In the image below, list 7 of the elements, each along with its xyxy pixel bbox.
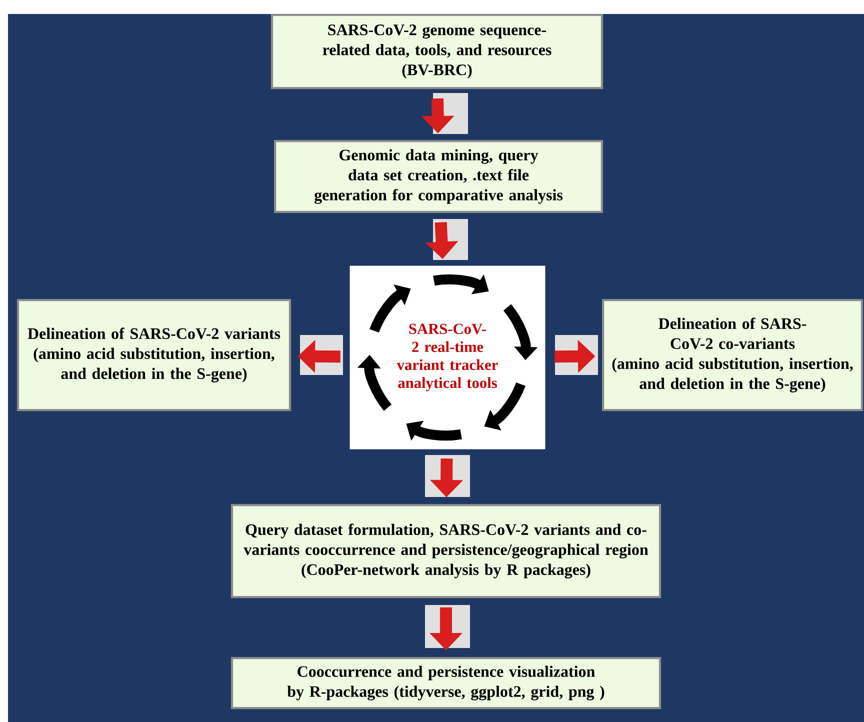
process-box: Delineation of SARS-CoV-2 variants (amino acid substitution, insertion, and deletion in the S-gene) xyxy=(16,298,292,412)
process-box: Cooccurrence and persistence visualization by R-packages (tidyverse, ggplot2, grid, png ) xyxy=(230,656,662,710)
process-box: Query dataset formulation, SARS-CoV-2 variants and co-variants cooccurrence and persistence/geographical region (CooPer-network analysis by R packages) xyxy=(230,504,662,598)
process-box: SARS-CoV-2 genome sequence-related data, tools, and resources (BV-BRC) xyxy=(270,14,604,90)
hub-box: SARS-CoV-2 real-time variant tracker analytical tools xyxy=(350,266,546,450)
process-box: Delineation of SARS-CoV-2 co-variants (amino acid substitution, insertion, and deletion in the S-gene) xyxy=(602,298,864,412)
process-box: Genomic data mining, query data set creation, .text file generation for comparative analysis xyxy=(274,140,604,214)
